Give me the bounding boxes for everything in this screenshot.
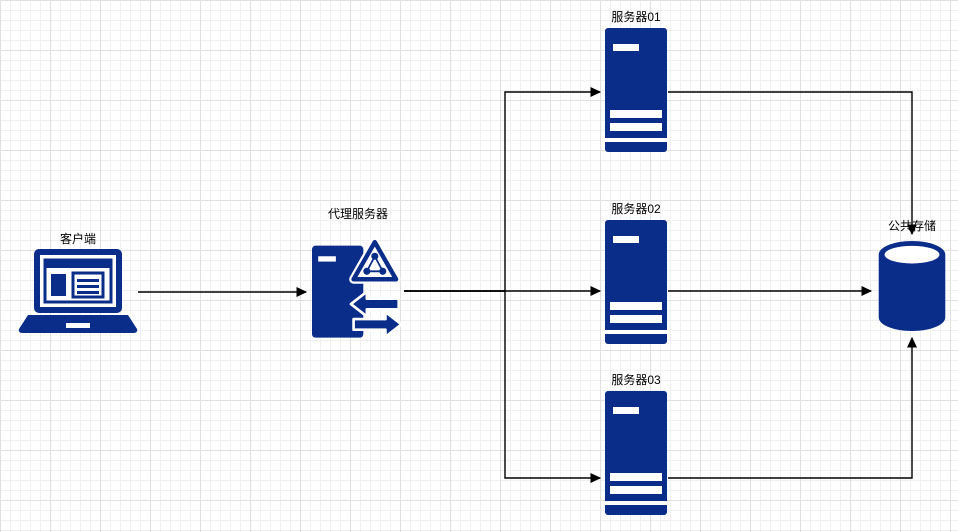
node-server02[interactable]: 服务器02 [605, 202, 667, 344]
node-storage[interactable]: 公共存储 [876, 219, 948, 333]
node-server01-label: 服务器01 [611, 10, 661, 24]
edge-proxy-server01[interactable] [404, 86, 602, 292]
node-proxy-label: 代理服务器 [327, 207, 388, 221]
server-icon [605, 28, 667, 152]
server-icon [605, 220, 667, 344]
laptop-icon [18, 249, 138, 333]
server-icon [605, 391, 667, 515]
node-client[interactable]: 客户端 [18, 232, 138, 337]
node-storage-label: 公共存储 [887, 219, 936, 233]
arrow-left-glyph [349, 290, 401, 318]
database-cylinder-icon [878, 240, 946, 332]
edge-server03-storage[interactable] [668, 336, 918, 479]
node-client-label: 客户端 [59, 232, 96, 246]
node-server02-label: 服务器02 [611, 202, 661, 216]
edge-server01-storage[interactable] [668, 91, 918, 236]
proxy-server-icon [312, 237, 403, 339]
node-server01[interactable]: 服务器01 [605, 10, 667, 152]
node-server03-label: 服务器03 [611, 373, 661, 387]
edge-proxy-server03[interactable] [404, 290, 602, 484]
node-proxy[interactable]: 代理服务器 [312, 207, 404, 342]
node-server03[interactable]: 服务器03 [605, 373, 667, 515]
arrow-right-glyph [352, 310, 403, 339]
